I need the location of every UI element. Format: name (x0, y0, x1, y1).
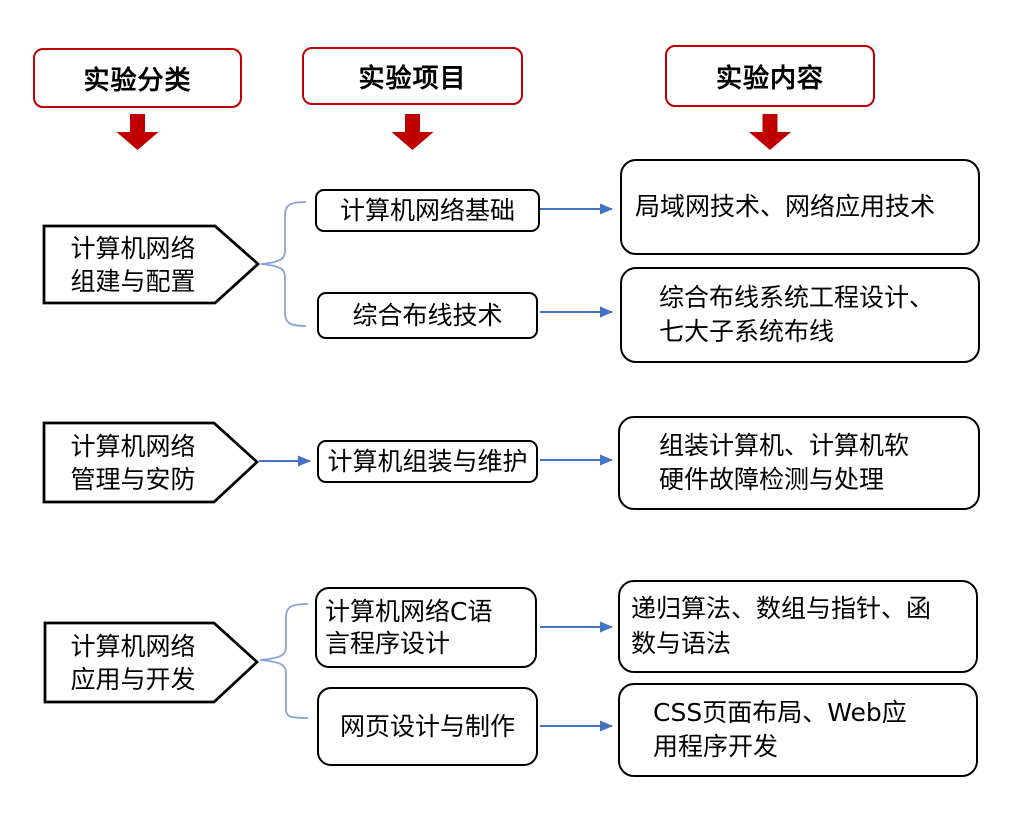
category-pentagon-2 (42, 421, 260, 504)
header-experiment-classification: 实验分类 (33, 48, 242, 108)
header-experiment-content: 实验内容 (665, 45, 875, 107)
category-label-network-development: 计算机网络 应用与开发 (70, 631, 196, 694)
content-box-css-web: CSS页面布局、Web应 用程序开发 (618, 683, 978, 777)
red-down-arrow-3 (749, 114, 791, 150)
content-box-lan-technology: 局域网技术、网络应用技术 (620, 159, 980, 255)
content-box-algorithms: 递归算法、数组与指针、函 数与语法 (618, 580, 978, 673)
brace-connector-2 (259, 603, 309, 719)
category-label-network-setup: 计算机网络 组建与配置 (70, 233, 196, 296)
content-box-cabling-system: 综合布线系统工程设计、 七大子系统布线 (620, 267, 980, 363)
category-pentagon-1 (42, 224, 261, 305)
category-pentagon-3 (43, 621, 260, 704)
project-box-network-basics: 计算机网络基础 (315, 189, 540, 232)
brace-connector-1 (260, 201, 307, 327)
project-box-cabling-technology: 综合布线技术 (317, 292, 538, 339)
header-experiment-project: 实验项目 (302, 47, 523, 105)
content-box-assembly-maintenance: 组装计算机、计算机软 硬件故障检测与处理 (618, 416, 980, 510)
project-box-c-programming: 计算机网络C语 言程序设计 (315, 587, 537, 668)
project-box-web-design: 网页设计与制作 (317, 687, 538, 766)
red-down-arrow-1 (116, 114, 159, 150)
category-label-network-management: 计算机网络 管理与安防 (70, 431, 196, 494)
project-box-computer-assembly: 计算机组装与维护 (317, 440, 538, 483)
red-down-arrow-2 (391, 114, 434, 150)
